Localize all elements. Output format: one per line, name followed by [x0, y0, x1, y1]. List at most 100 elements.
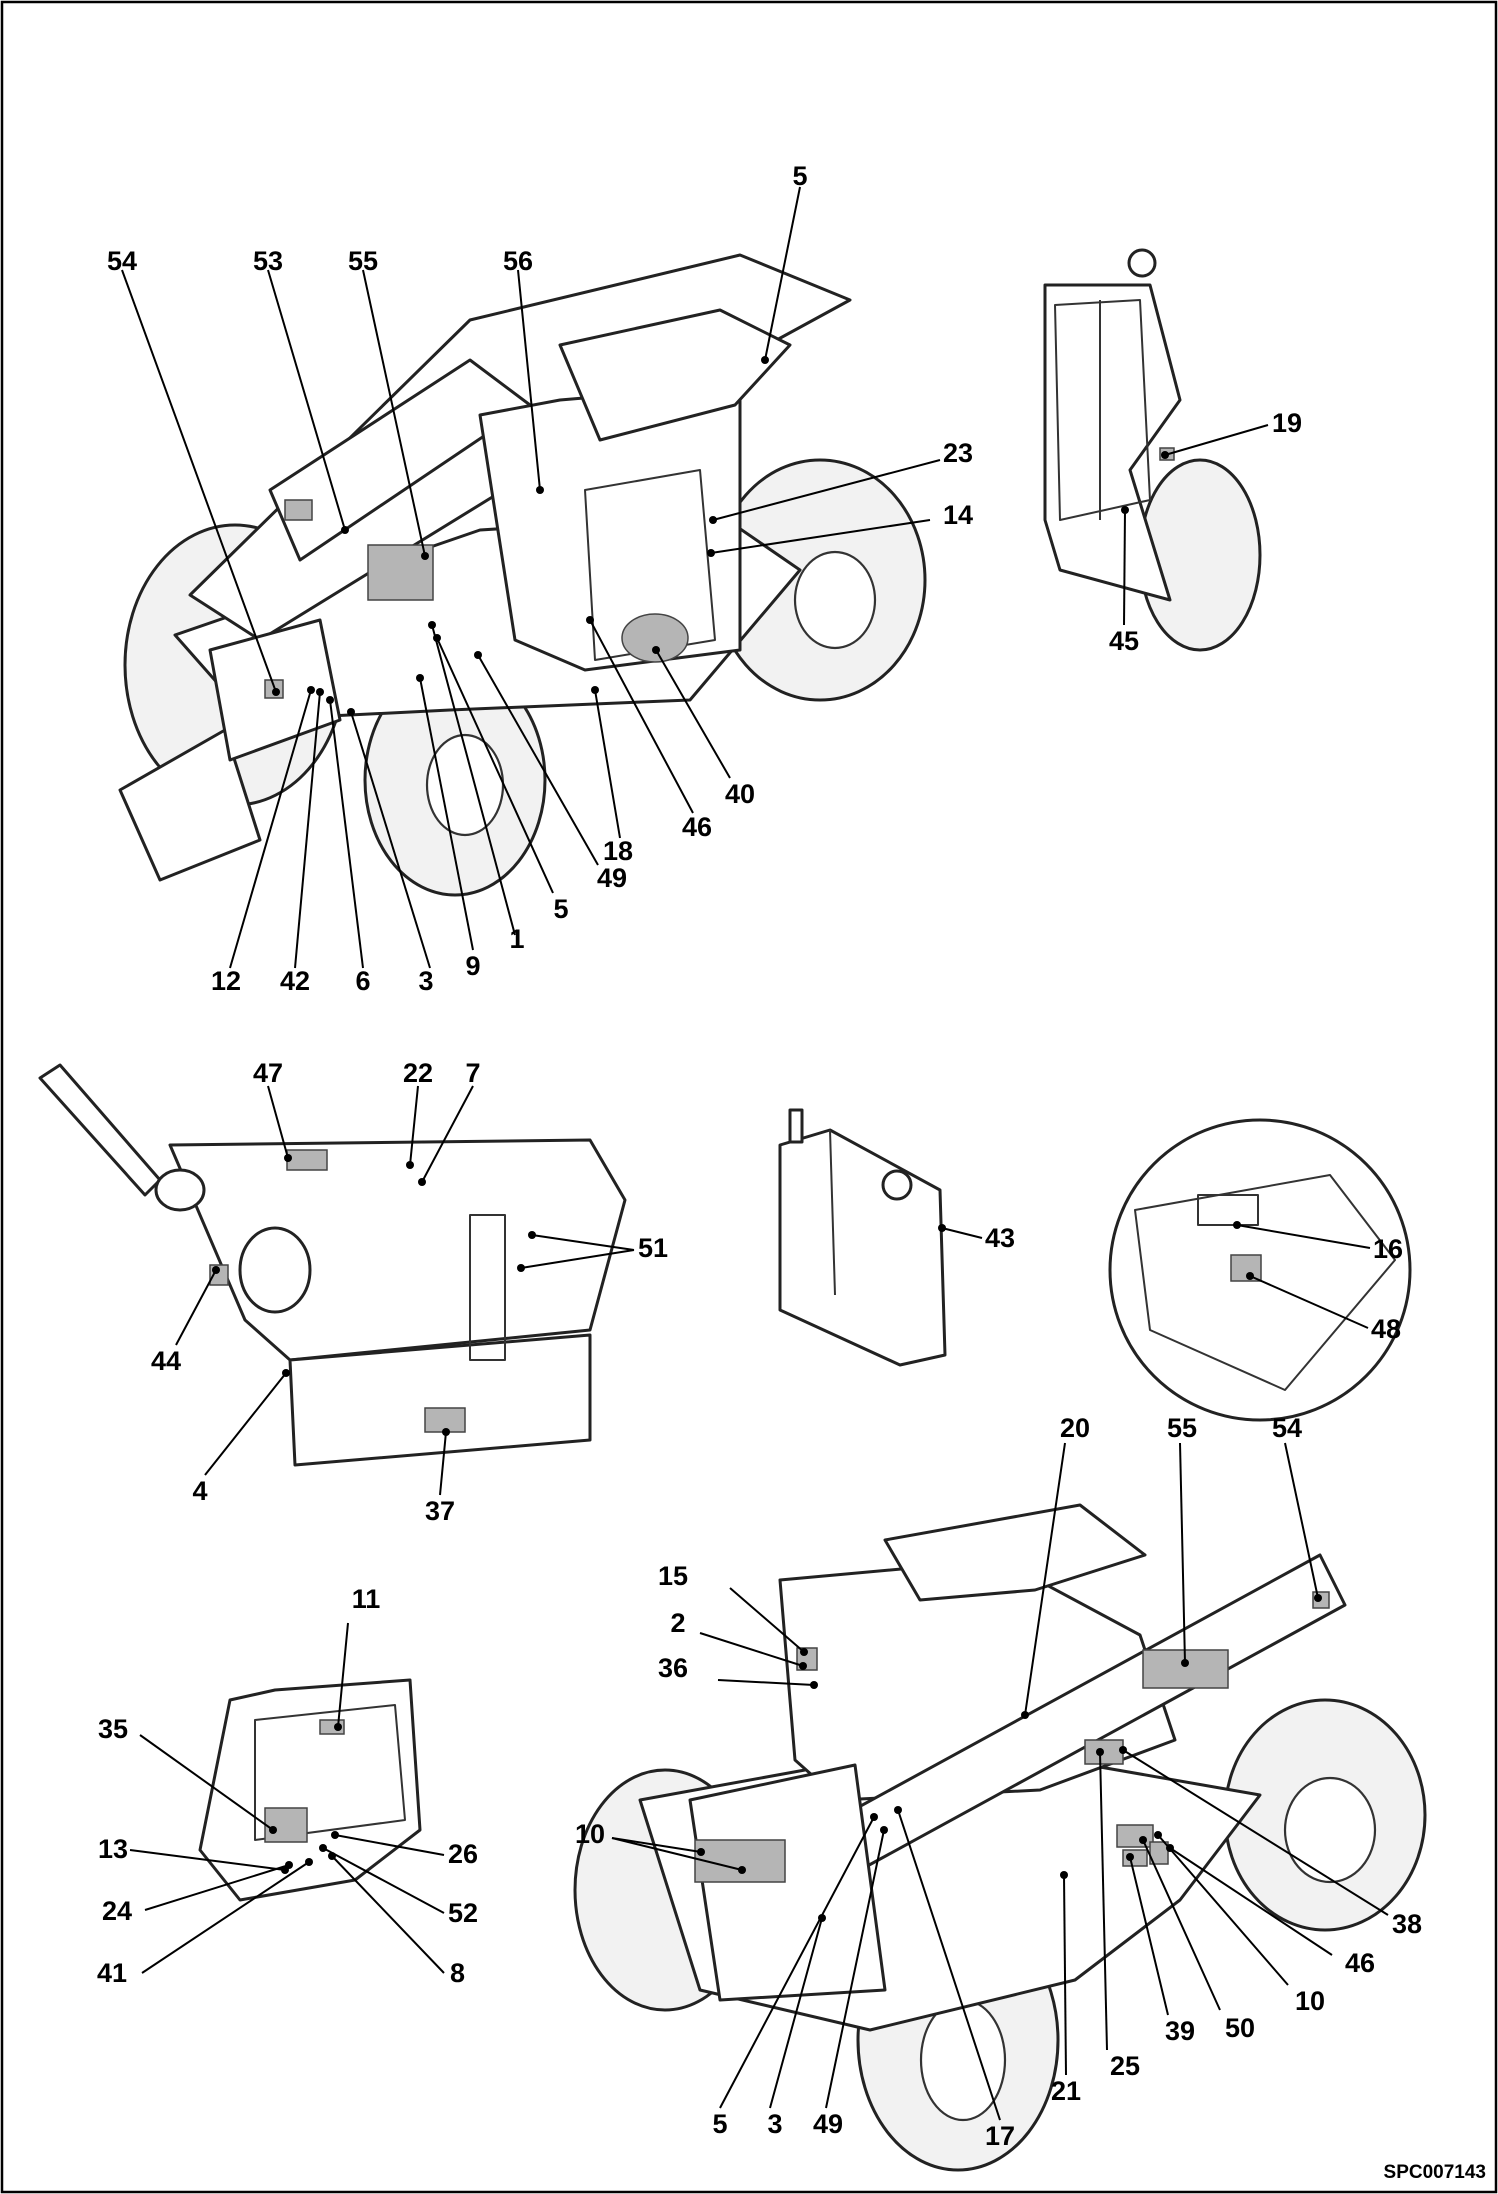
front-right-hub [793, 550, 877, 650]
callout-label: 56 [503, 246, 533, 276]
callout-label: 1 [509, 924, 524, 954]
figure-reference-code: SPC007143 [1384, 2162, 1486, 2183]
callout-label: 5 [712, 2109, 727, 2139]
callout-label: 23 [943, 438, 973, 468]
callout-label: 42 [280, 966, 310, 996]
callout-label: 49 [813, 2109, 843, 2139]
engine-bay-front-plate [288, 1333, 592, 1467]
callout-label: 41 [97, 1958, 127, 1988]
cab-roof [558, 308, 792, 442]
rear-view-counterweight [688, 1763, 887, 2002]
callout-label: 3 [767, 2109, 782, 2139]
callout-label: 53 [253, 246, 283, 276]
callout-label: 46 [682, 812, 712, 842]
callout-label: 45 [1109, 626, 1139, 656]
callout-label: 26 [448, 1839, 478, 1869]
callout-label: 51 [638, 1233, 668, 1263]
callout-label: 52 [448, 1898, 478, 1928]
view-cab-rear-corner [198, 1678, 422, 1902]
view-circular-detail [1108, 1118, 1412, 1422]
tank-breather [788, 1108, 804, 1144]
callout-label: 17 [985, 2121, 1015, 2151]
decal-50 [1149, 1841, 1169, 1865]
cab-side-window [1054, 299, 1151, 521]
callout-label: 39 [1165, 2016, 1195, 2046]
callout-label: 19 [1272, 408, 1302, 438]
callout-label: 21 [1051, 2076, 1081, 2106]
callout-label: 18 [603, 836, 633, 866]
callout-label: 12 [211, 966, 241, 996]
callout-label: 6 [355, 966, 370, 996]
cab [478, 383, 742, 672]
callout-label: 3 [418, 966, 433, 996]
decal-10-right [1116, 1824, 1154, 1848]
callout-label: 55 [1167, 1413, 1197, 1443]
callout-label: 5 [553, 894, 568, 924]
rear-view-cab-roof [883, 1503, 1147, 1602]
callout-label: 40 [725, 779, 755, 809]
view-engine-bay [38, 1063, 627, 1467]
reservoir-cap [154, 1168, 206, 1212]
callout-label: 38 [1392, 1909, 1422, 1939]
callout-label: 43 [985, 1223, 1015, 1253]
cab-door [584, 469, 716, 661]
cab-view-tire [1138, 458, 1262, 652]
tank-body [778, 1128, 947, 1367]
callout-label: 10 [1295, 1986, 1325, 2016]
engine-bay-hood-strut [38, 1063, 162, 1197]
air-filter [238, 1226, 312, 1314]
callout-label: 16 [1373, 1234, 1403, 1264]
callout-label: 14 [943, 500, 973, 530]
callout-label: 15 [658, 1561, 688, 1591]
callout-label: 24 [102, 1896, 132, 1926]
tank-filler-cap [881, 1169, 913, 1201]
radiator-core [469, 1214, 506, 1361]
decal-35 [264, 1807, 308, 1843]
callout-label: 22 [403, 1058, 433, 1088]
engine-bay-housing [168, 1138, 627, 1362]
decal-47 [286, 1149, 328, 1171]
rear-corner-window [254, 1704, 406, 1841]
decal-40 [621, 613, 689, 663]
callout-label: 4 [192, 1476, 207, 1506]
callout-label: 10 [575, 1819, 605, 1849]
rear-view-rear-hub [919, 1998, 1007, 2122]
callout-label: 54 [107, 246, 137, 276]
detail-latch [1197, 1194, 1259, 1226]
callout-label: 48 [1371, 1314, 1401, 1344]
view-rear-right-machine [573, 1503, 1427, 2172]
detail-panel [1134, 1174, 1396, 1391]
cab-beacon [1127, 248, 1157, 278]
callout-label: 5 [792, 161, 807, 191]
view-tank-detail [778, 1108, 947, 1367]
decal-10-left [694, 1839, 786, 1883]
cab-side-panel [1043, 283, 1182, 602]
callout-label: 25 [1110, 2051, 1140, 2081]
fork-carriage [118, 728, 262, 882]
callout-label: 11 [352, 1584, 381, 1614]
callout-label: 49 [597, 863, 627, 893]
callout-label: 35 [98, 1714, 128, 1744]
decal-53 [284, 499, 313, 521]
callout-label: 37 [425, 1496, 455, 1526]
callout-label: 54 [1272, 1413, 1302, 1443]
view-cab-right-side [1043, 248, 1262, 652]
callout-label: 20 [1060, 1413, 1090, 1443]
callout-label: 13 [98, 1834, 128, 1864]
callout-label: 9 [465, 951, 480, 981]
callout-label: 46 [1345, 1948, 1375, 1978]
callout-leaders [121, 186, 1389, 2121]
tank-edge [829, 1129, 836, 1296]
callout-label: 47 [253, 1058, 283, 1088]
callout-label: 8 [450, 1958, 465, 1988]
callout-target-dots [212, 356, 1322, 1922]
rear-view-right-hub [1283, 1776, 1377, 1884]
callout-label: 55 [348, 246, 378, 276]
callout-label: 50 [1225, 2013, 1255, 2043]
callout-label: 44 [151, 1346, 181, 1376]
rear-corner-frame [198, 1678, 422, 1902]
view-front-left-machine [118, 253, 927, 897]
callout-label: 7 [465, 1058, 480, 1088]
